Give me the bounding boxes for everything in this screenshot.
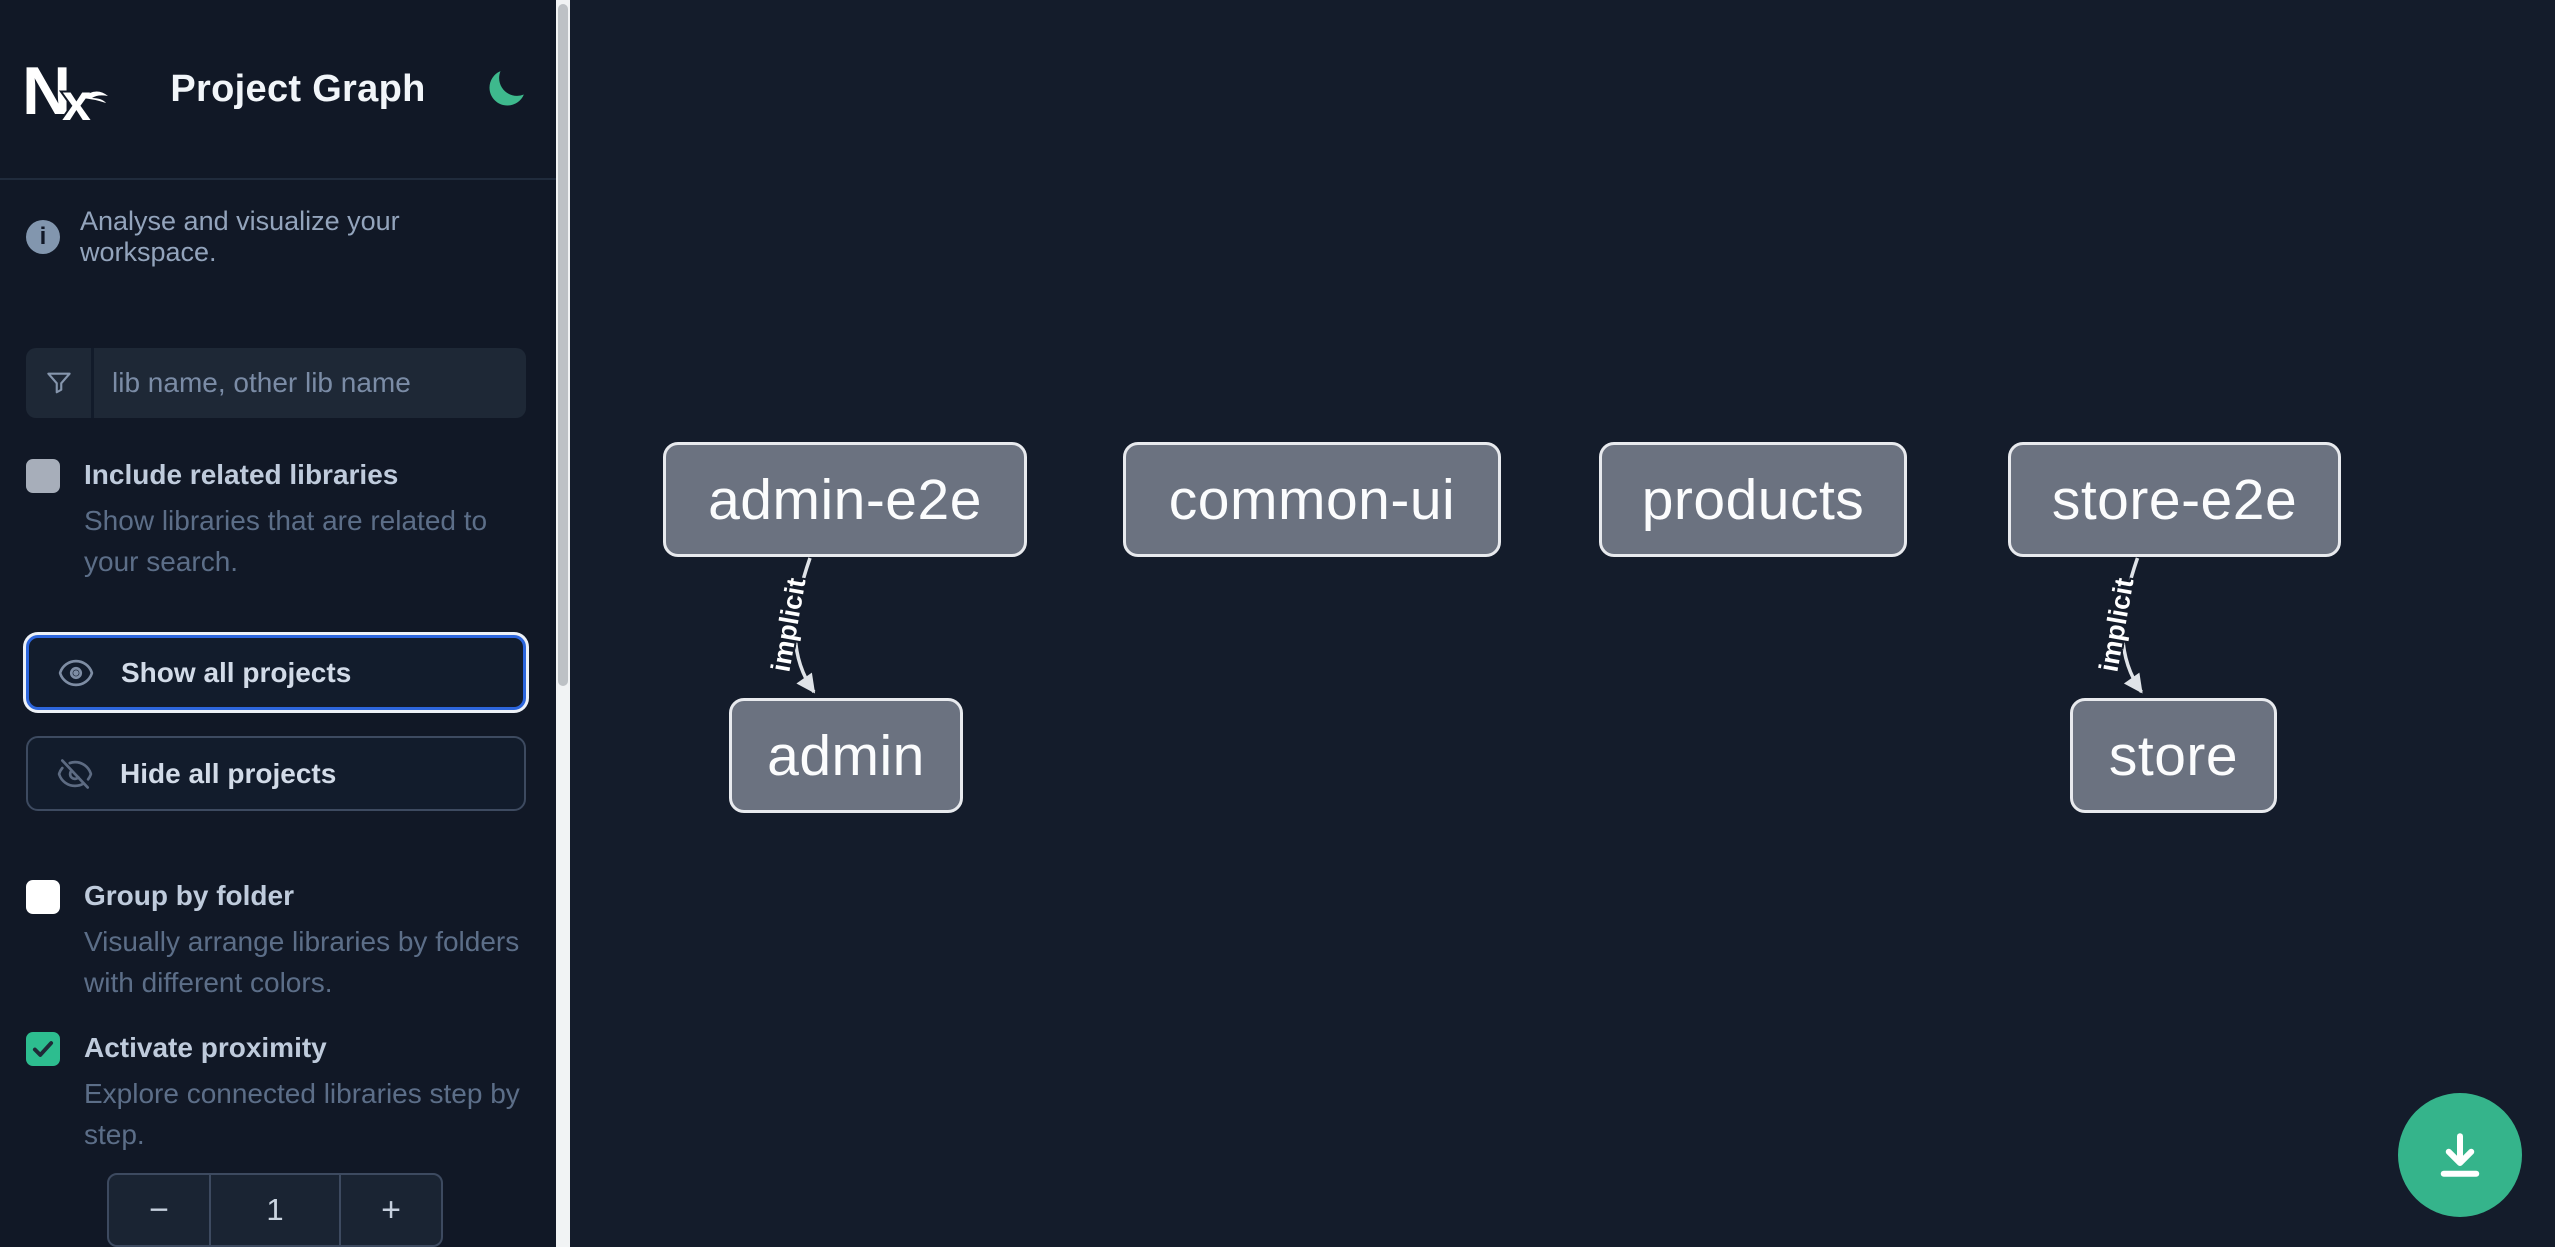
hide-all-projects-button[interactable]: Hide all projects <box>26 736 526 811</box>
eye-slash-icon <box>56 755 94 793</box>
option-include-related-libraries: Include related libraries Show libraries… <box>26 456 530 582</box>
theme-toggle-button[interactable] <box>484 67 528 111</box>
graph-node-admin[interactable]: admin <box>729 698 963 813</box>
download-button[interactable] <box>2398 1093 2522 1217</box>
sidebar-scrollbar <box>556 0 570 1247</box>
option-group-by-folder: Group by folder Visually arrange librari… <box>26 877 530 1003</box>
download-icon <box>2440 1133 2480 1177</box>
option-description: Show libraries that are related to your … <box>84 505 488 577</box>
proximity-increment-button[interactable]: + <box>341 1175 441 1245</box>
funnel-icon <box>26 348 94 418</box>
moon-icon <box>489 71 524 106</box>
info-text: Analyse and visualize your workspace. <box>80 206 400 267</box>
graph-node-store[interactable]: store <box>2070 698 2277 813</box>
header-divider <box>0 178 556 180</box>
sidebar-header: N x Project Graph <box>0 0 556 178</box>
proximity-stepper: − 1 + <box>107 1173 443 1247</box>
nx-logo-icon: N x <box>22 53 108 134</box>
activate-proximity-checkbox[interactable] <box>26 1032 60 1066</box>
proximity-value: 1 <box>209 1175 341 1245</box>
graph-edges-svg <box>793 557 2143 694</box>
graph-edge-admin-e2e-admin[interactable] <box>793 557 816 694</box>
hide-all-projects-label: Hide all projects <box>120 757 337 789</box>
search-box <box>26 348 526 418</box>
scrollbar-thumb[interactable] <box>558 4 568 686</box>
graph-edge-store-e2e-store[interactable] <box>2120 557 2143 694</box>
group-by-folder-checkbox[interactable] <box>26 880 60 914</box>
option-description: Explore connected libraries step by step… <box>84 1078 520 1150</box>
graph-node-products[interactable]: products <box>1599 442 1907 557</box>
sidebar: N x Project Graph i Analyse and visualiz… <box>0 0 556 1247</box>
nx-logo: N x <box>22 53 112 134</box>
graph-node-store-e2e[interactable]: store-e2e <box>2008 442 2341 557</box>
include-related-checkbox[interactable] <box>26 459 60 493</box>
proximity-decrement-button[interactable]: − <box>109 1175 209 1245</box>
svg-text:N: N <box>26 54 71 124</box>
svg-text:x: x <box>62 74 91 124</box>
show-all-projects-button[interactable]: Show all projects <box>26 635 526 710</box>
checkmark-icon <box>32 1041 54 1057</box>
option-label: Group by folder <box>84 880 294 911</box>
page-title: Project Graph <box>170 67 426 110</box>
graph-node-common-ui[interactable]: common-ui <box>1123 442 1501 557</box>
option-description: Visually arrange libraries by folders wi… <box>84 926 520 998</box>
search-input[interactable] <box>94 348 526 418</box>
option-label: Include related libraries <box>84 459 399 490</box>
option-activate-proximity: Activate proximity Explore connected lib… <box>26 1029 530 1155</box>
graph-node-admin-e2e[interactable]: admin-e2e <box>663 442 1027 557</box>
eye-icon <box>57 654 95 692</box>
workspace-info-row: i Analyse and visualize your workspace. <box>26 206 530 268</box>
info-icon: i <box>26 220 60 254</box>
show-all-projects-label: Show all projects <box>121 656 352 688</box>
option-label: Activate proximity <box>84 1032 327 1063</box>
